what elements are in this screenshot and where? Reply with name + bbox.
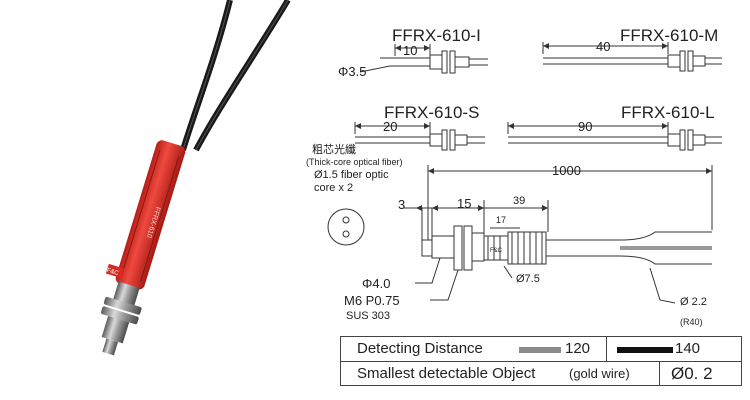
fiber-note-english: (Thick-core optical fiber) xyxy=(306,157,403,167)
fiber-note-line1: Ø1.5 fiber optic xyxy=(314,169,389,181)
smallest-object-sub: (gold wire) xyxy=(569,366,630,381)
dim-17: 17 xyxy=(496,215,507,225)
model-s-length: 20 xyxy=(383,119,398,134)
maker-mark: F&C xyxy=(490,248,502,254)
model-m-length: 40 xyxy=(596,39,611,54)
cable-diameter: Ø 2.2 xyxy=(680,296,707,308)
bend-radius: (R40) xyxy=(680,317,703,327)
gray-swatch xyxy=(519,347,561,353)
smallest-object-label: Smallest detectable Object xyxy=(357,365,536,382)
overall-length-label: 1000 xyxy=(552,163,581,178)
table-divider xyxy=(606,337,607,361)
metal-threaded-head xyxy=(100,281,142,356)
dim-15: 15 xyxy=(457,196,472,211)
detecting-distance-row: Detecting Distance 120 140 xyxy=(341,337,741,362)
dim-4-0: Φ4.0 xyxy=(362,276,391,291)
thread-spec: M6 P0.75 xyxy=(344,293,400,308)
fiber-note-line2: core x 2 xyxy=(314,182,354,194)
red-protective-sleeve: FFRX-610 xyxy=(115,140,186,290)
smallest-object-value: Ø0. 2 xyxy=(671,364,713,383)
model-l-length: 90 xyxy=(578,119,593,134)
dim-3: 3 xyxy=(398,197,406,212)
material-spec: SUS 303 xyxy=(346,310,391,322)
photo-label-tag xyxy=(105,263,125,279)
tip-diameter-label: Φ3.5 xyxy=(338,64,367,79)
model-i-length: 10 xyxy=(403,43,418,58)
detecting-distance-label: Detecting Distance xyxy=(357,340,483,357)
model-l-label: FFRX-610-L xyxy=(621,103,715,122)
smallest-object-row: Smallest detectable Object (gold wire) Ø… xyxy=(341,362,741,386)
fiber-note-chinese: 粗芯光纖 xyxy=(312,144,356,156)
black-swatch xyxy=(617,347,673,353)
product-photo: FFRX-610 xyxy=(100,0,291,356)
model-s-label: FFRX-610-S xyxy=(384,103,480,122)
dim-39: 39 xyxy=(513,195,526,207)
spec-table: Detecting Distance 120 140 Smallest dete… xyxy=(340,336,742,386)
black-distance-value: 140 xyxy=(675,340,701,357)
gray-distance-value: 120 xyxy=(565,340,591,357)
table-divider xyxy=(659,362,660,386)
model-m-label: FFRX-610-M xyxy=(620,26,719,45)
model-i-label: FFRX-610-I xyxy=(392,26,481,45)
dim-7-5: Ø7.5 xyxy=(516,273,540,285)
photo-label-text: F&C xyxy=(106,268,120,277)
